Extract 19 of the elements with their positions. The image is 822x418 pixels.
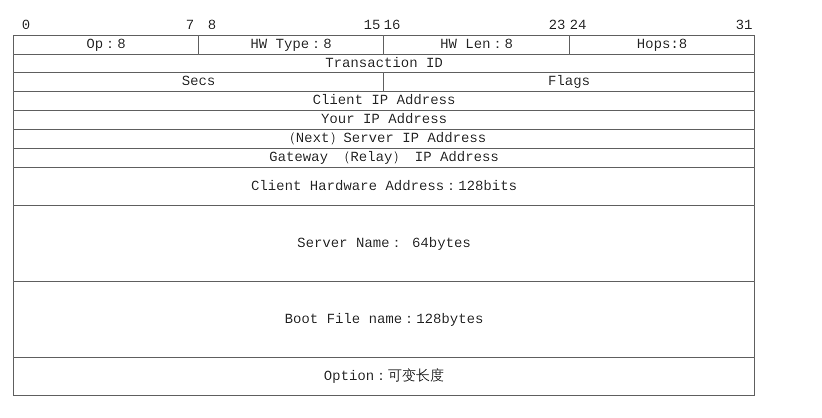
field-cell: Option：可变长度 xyxy=(13,357,755,396)
field-cell: Gateway （Relay） IP Address xyxy=(13,148,755,168)
bit-number: 7 xyxy=(186,18,194,34)
field-cell: Op：8 xyxy=(13,35,199,55)
bit-number: 15 xyxy=(364,18,380,34)
field-cell: Your IP Address xyxy=(13,110,755,130)
bit-number: 16 xyxy=(384,18,400,34)
field-cell: Client IP Address xyxy=(13,91,755,111)
bit-number: 23 xyxy=(548,18,566,34)
field-cell: Hops:8 xyxy=(569,35,755,55)
bit-number: 31 xyxy=(736,18,752,34)
bit-number: 0 xyxy=(22,18,30,34)
field-cell: Client Hardware Address：128bits xyxy=(13,167,755,206)
bit-number: 8 xyxy=(208,18,216,34)
field-cell: （Next）Server IP Address xyxy=(13,129,755,149)
field-cell: Boot File name：128bytes xyxy=(13,281,755,358)
field-cell: Server Name： 64bytes xyxy=(13,205,755,282)
bit-number: 24 xyxy=(570,18,586,34)
field-cell: Transaction ID xyxy=(13,54,755,73)
